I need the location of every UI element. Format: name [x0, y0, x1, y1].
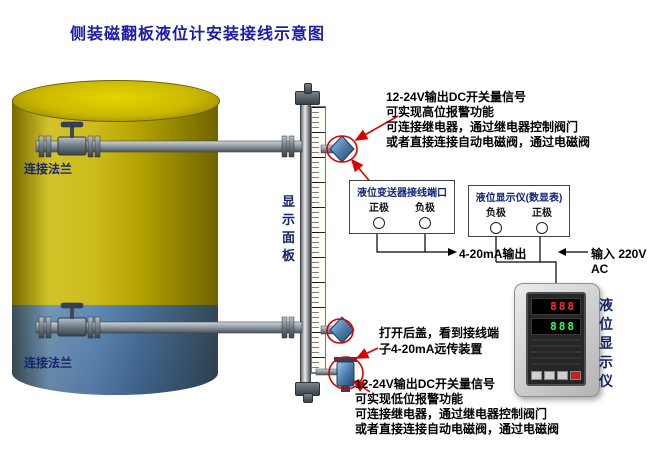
- note-high-alarm: 12-24V输出DC开关量信号 可实现高位报警功能 可连接继电器，通过继电器控制…: [386, 90, 658, 150]
- input-arrowhead: [558, 248, 566, 256]
- valve-bottom-icon: [57, 302, 87, 337]
- note-line: 12-24V输出DC开关量信号: [355, 377, 496, 391]
- terminal-negative: 负极: [406, 199, 444, 229]
- red-arrow-top: [354, 115, 399, 141]
- note-line: 可实现低位报警功能: [355, 392, 464, 406]
- display-box-title: 液位显示仪(数显表): [475, 193, 563, 204]
- transmitter-terminal-box: 液位变送器接线端口 正极 负极: [349, 180, 455, 234]
- terminal-label: 负极: [486, 208, 506, 219]
- terminal-negative: 负极: [477, 204, 515, 234]
- pipe-bottom: [35, 316, 303, 339]
- highlight-circle-bottom: [328, 356, 364, 390]
- red-highlights: [326, 115, 399, 393]
- terminal-screw-icon: [536, 222, 548, 234]
- note-line: 打开后盖，看到接线端: [379, 326, 500, 340]
- indicator-faceplate: 888 888: [526, 292, 586, 386]
- terminal-label: 负极: [415, 203, 435, 214]
- transmitter-box-title: 液位变送器接线端口: [357, 188, 447, 199]
- highlight-circle-top: [326, 135, 358, 163]
- gauge-scale-ruler: [311, 106, 326, 374]
- device-vertical-label: 液位显示仪: [599, 297, 613, 389]
- terminal-screw-icon: [490, 222, 502, 234]
- highlight-circle-mid: [326, 318, 354, 344]
- flange-label-bottom: 连接法兰: [24, 356, 73, 370]
- output-arrowhead: [448, 248, 457, 256]
- valve-top-icon: [57, 121, 87, 156]
- note-low-alarm: 12-24V输出DC开关量信号 可实现低位报警功能 可连接继电器，通过继电器控制…: [355, 377, 645, 437]
- gauge-drain-stub: [303, 393, 313, 403]
- tank-top-ellipse: [12, 80, 220, 122]
- note-line: 或者直接连接自动电磁阀，通过电磁阀: [386, 135, 591, 149]
- note-line: 子4-20mA远传装置: [379, 342, 483, 356]
- indicator-button: [557, 371, 568, 380]
- note-line: 可连接继电器，通过继电器控制阀门: [355, 407, 548, 421]
- note-line: 或者直接连接自动电磁阀，通过电磁阀: [355, 422, 560, 436]
- gauge-top-vent: [304, 83, 312, 94]
- indicator-button: [544, 371, 555, 380]
- indicator-label-strip: [531, 339, 581, 365]
- terminal-label: 正极: [369, 203, 389, 214]
- note-line: 可实现高位报警功能: [386, 105, 495, 119]
- pipe-top: [35, 135, 303, 158]
- indicator-buttons: [531, 371, 581, 380]
- red-arrow-middle: [355, 347, 379, 359]
- indicator-button-set: [570, 371, 581, 380]
- note-line: 12-24V输出DC开关量信号: [386, 90, 527, 104]
- indicator-readout-sv: 888: [531, 318, 581, 335]
- note-rear-cover: 打开后盖，看到接线端 子4-20mA远传装置: [379, 325, 569, 357]
- output-signal-label: 4-20mA输出: [459, 247, 527, 261]
- level-sensor-top-icon: [320, 135, 355, 163]
- terminal-positive: 正极: [360, 199, 398, 229]
- indicator-button: [531, 371, 542, 380]
- terminal-label: 正极: [532, 208, 552, 219]
- terminal-screw-icon: [419, 217, 431, 229]
- terminal-positive: 正极: [523, 204, 561, 234]
- indicator-readout-pv: 888: [531, 298, 581, 315]
- display-terminal-box: 液位显示仪(数显表) 负极 正极: [468, 185, 570, 237]
- page-title: 侧装磁翻板液位计安装接线示意图: [70, 26, 326, 43]
- gauge-panel-label: 显示面板: [282, 194, 296, 263]
- power-input-label: 输入 220V AC: [591, 247, 647, 276]
- terminal-screw-icon: [373, 217, 385, 229]
- red-arrow-bottom: [352, 380, 371, 393]
- flange-label-top: 连接法兰: [24, 162, 73, 176]
- level-indicator-device: 888 888: [514, 283, 600, 397]
- signal-wires: [376, 232, 588, 283]
- note-line: 可连接继电器，通过继电器控制阀门: [386, 120, 579, 134]
